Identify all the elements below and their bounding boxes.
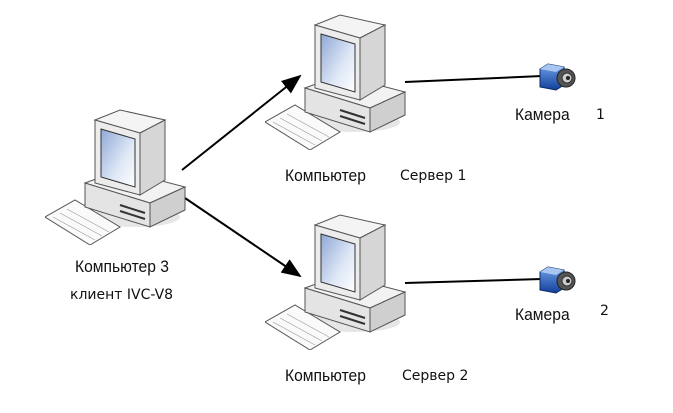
camera1-title: Камера [515, 105, 570, 124]
server1-title: Компьютер [285, 166, 366, 185]
client-title: Компьютер 3 [75, 257, 169, 276]
server2-title: Компьютер [285, 366, 366, 385]
client-computer-icon [45, 110, 185, 245]
server2-computer-icon [265, 215, 405, 350]
connection-lines [181, 74, 543, 284]
camera1-icon [540, 64, 575, 90]
link-client-server2 [181, 195, 302, 278]
link-client-server1 [181, 74, 302, 171]
link-server1-camera1 [404, 75, 543, 83]
camera2-title: Камера [515, 305, 570, 324]
link-server2-camera2 [404, 278, 543, 284]
server1-computer-icon [265, 15, 405, 150]
server1-subtitle: Сервер 1 [400, 168, 467, 184]
client-subtitle: клиент IVC-V8 [70, 287, 174, 303]
camera1-number: 1 [596, 107, 605, 123]
camera2-icon [540, 267, 575, 293]
camera2-number: 2 [600, 303, 609, 319]
server2-subtitle: Сервер 2 [402, 368, 469, 384]
